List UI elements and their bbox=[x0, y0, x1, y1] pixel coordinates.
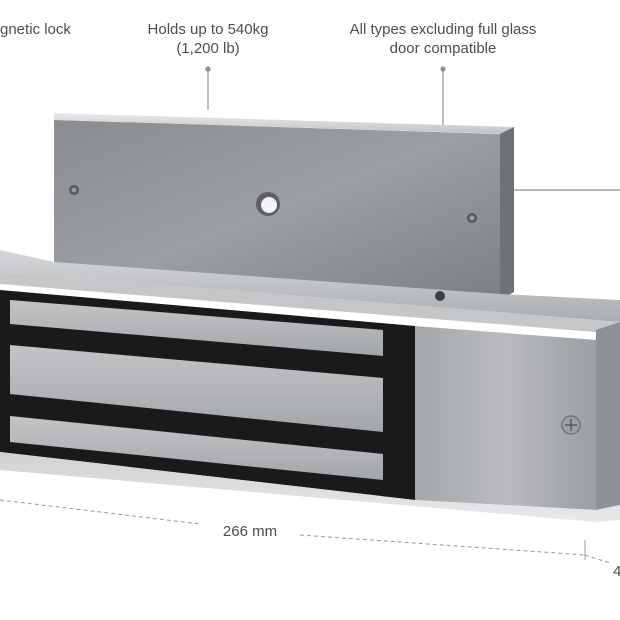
body-top-surface bbox=[0, 250, 620, 322]
leader-hold-dot bbox=[205, 66, 211, 72]
plate-screw-right-inner bbox=[469, 215, 475, 221]
dimension-guides bbox=[0, 499, 611, 564]
magnet-strip-2 bbox=[10, 345, 383, 432]
door-compat-line2: door compatible bbox=[389, 40, 497, 57]
magnet-strip-1 bbox=[10, 300, 383, 356]
depth-dimension-label: 4 bbox=[613, 563, 620, 580]
callout-left-text: gnetic lock bbox=[0, 21, 71, 38]
body-top-hole bbox=[435, 291, 445, 301]
depth-guide bbox=[584, 554, 611, 564]
magnet-strip-3 bbox=[10, 416, 383, 480]
body-bottom-edge bbox=[0, 452, 620, 522]
plate-center-hole-inner bbox=[261, 197, 277, 213]
body-top-lip bbox=[0, 272, 620, 334]
callout-door-compat: All types excluding full glass door comp… bbox=[322, 20, 564, 58]
mounting-plate bbox=[54, 113, 514, 300]
plate-top-edge bbox=[54, 113, 514, 134]
leader-door-dot bbox=[440, 66, 446, 72]
hold-force-line2: (1,200 lb) bbox=[176, 40, 240, 57]
plate-screw-left-inner bbox=[71, 187, 77, 193]
door-compat-line1: All types excluding full glass bbox=[349, 21, 537, 38]
end-cap bbox=[415, 326, 596, 510]
length-dimension-label: 266 mm bbox=[223, 523, 277, 540]
end-cap-side bbox=[596, 322, 620, 510]
hold-force-line1: Holds up to 540kg bbox=[147, 21, 269, 38]
callout-left-label: gnetic lock bbox=[0, 20, 80, 39]
lock-body bbox=[0, 250, 620, 522]
plate-side bbox=[500, 127, 514, 300]
length-guide-left bbox=[0, 499, 201, 525]
length-guide-right bbox=[299, 534, 586, 556]
callout-hold-force: Holds up to 540kg (1,200 lb) bbox=[118, 20, 298, 58]
